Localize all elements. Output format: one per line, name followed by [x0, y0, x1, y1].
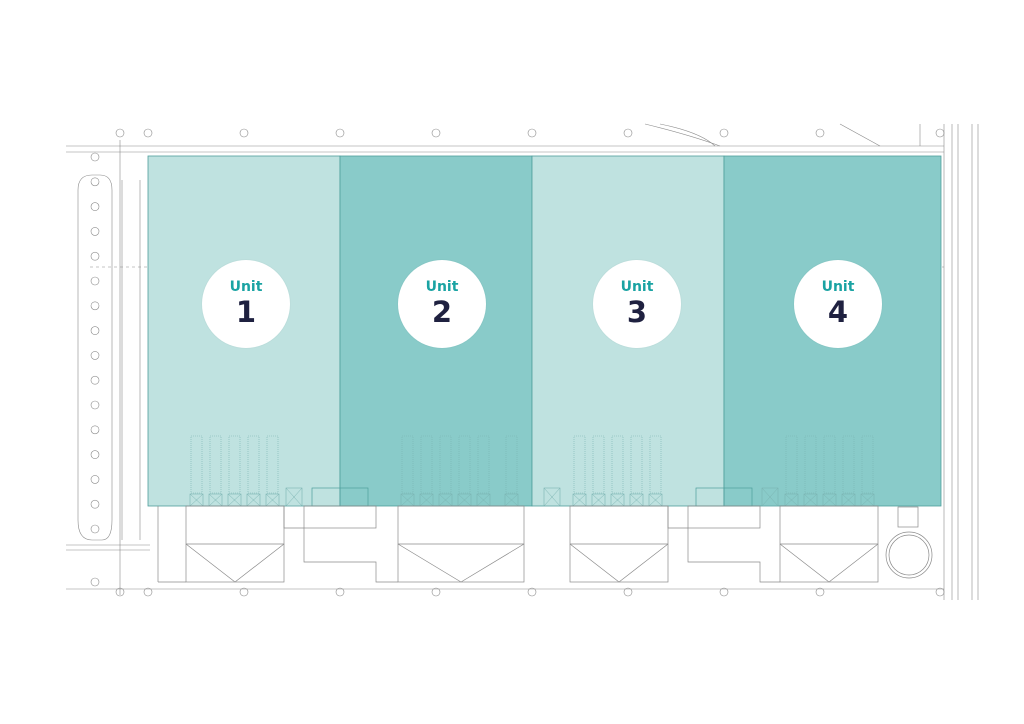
grid-bubble	[143, 128, 153, 138]
unit-3-badge[interactable]: Unit 3	[593, 260, 681, 348]
dock-door-cross	[504, 493, 519, 507]
entry-box	[543, 487, 561, 507]
unit-1-label: Unit	[229, 279, 263, 295]
grid-bubble	[935, 128, 945, 138]
grid-bubble	[623, 587, 633, 597]
unit-2-number: 2	[431, 295, 453, 329]
grid-bubbles	[90, 128, 945, 597]
unit-1-badge[interactable]: Unit 1	[202, 260, 290, 348]
dock-door-cross	[400, 493, 415, 507]
grid-bubble	[815, 128, 825, 138]
dock-door-cross	[476, 493, 491, 507]
entry-box	[285, 487, 303, 507]
dock-door-cross	[784, 493, 799, 507]
dock-door-cross	[246, 493, 261, 507]
grid-bubble	[90, 475, 100, 484]
dock-door-cross	[803, 493, 818, 507]
dock-door-cross	[208, 493, 223, 507]
entry-box-cross	[285, 487, 303, 507]
grid-bubble	[115, 587, 125, 597]
grid-bubble	[719, 587, 729, 597]
grid-bubble	[90, 375, 100, 385]
grid-bubble	[115, 128, 125, 138]
grid-bubble	[90, 524, 100, 534]
grid-bubble	[90, 152, 100, 162]
grid-bubble	[90, 577, 100, 587]
grid-bubble	[143, 587, 153, 597]
grid-bubble	[815, 587, 825, 597]
dock-door-cross	[841, 493, 856, 507]
entry-box-cross	[543, 487, 561, 507]
entry-box	[761, 487, 779, 507]
unit-1-number: 1	[235, 295, 257, 329]
grid-bubble	[335, 128, 345, 138]
grid-bubble	[90, 351, 100, 360]
unit-4-label: Unit	[821, 279, 855, 295]
grid-bubble	[90, 425, 100, 435]
unit-4-badge[interactable]: Unit 4	[794, 260, 882, 348]
grid-bubble	[431, 128, 441, 138]
dock-door-cross	[822, 493, 837, 507]
dock-door-cross	[572, 493, 587, 507]
unit-3-number: 3	[626, 295, 648, 329]
dock-door-cross	[189, 493, 204, 507]
entry-box-cross	[761, 487, 779, 507]
grid-bubble	[431, 587, 441, 597]
grid-bubble	[527, 128, 537, 138]
grid-bubble	[335, 587, 345, 597]
grid-bubble	[239, 587, 249, 597]
unit-2-badge[interactable]: Unit 2	[398, 260, 486, 348]
dock-door-cross	[419, 493, 434, 507]
grid-bubble	[90, 400, 100, 410]
grid-bubble	[90, 326, 100, 335]
grid-bubble	[90, 276, 100, 286]
grid-bubble	[90, 227, 100, 236]
grid-bubble	[239, 128, 249, 138]
dock-door-cross	[265, 493, 280, 507]
grid-bubble	[719, 128, 729, 138]
unit-3-label: Unit	[620, 279, 654, 295]
grid-bubble	[90, 202, 100, 211]
dock-door-cross	[227, 493, 242, 507]
grid-bubble	[527, 587, 537, 597]
dock-door-cross	[648, 493, 663, 507]
dock-door-cross	[860, 493, 875, 507]
grid-bubble	[90, 301, 100, 311]
grid-bubble	[90, 251, 100, 261]
grid-bubble	[90, 450, 100, 459]
dock-door-cross	[629, 493, 644, 507]
dock-door-cross	[457, 493, 472, 507]
dock-door-cross	[610, 493, 625, 507]
dock-door-cross	[438, 493, 453, 507]
dock-door-cross	[591, 493, 606, 507]
unit-4-number: 4	[827, 295, 849, 329]
grid-bubble	[935, 587, 945, 597]
yard-linework	[157, 505, 933, 583]
grid-bubble	[90, 499, 100, 509]
unit-2-label: Unit	[425, 279, 459, 295]
grid-bubble	[90, 177, 100, 187]
grid-bubble	[623, 128, 633, 138]
